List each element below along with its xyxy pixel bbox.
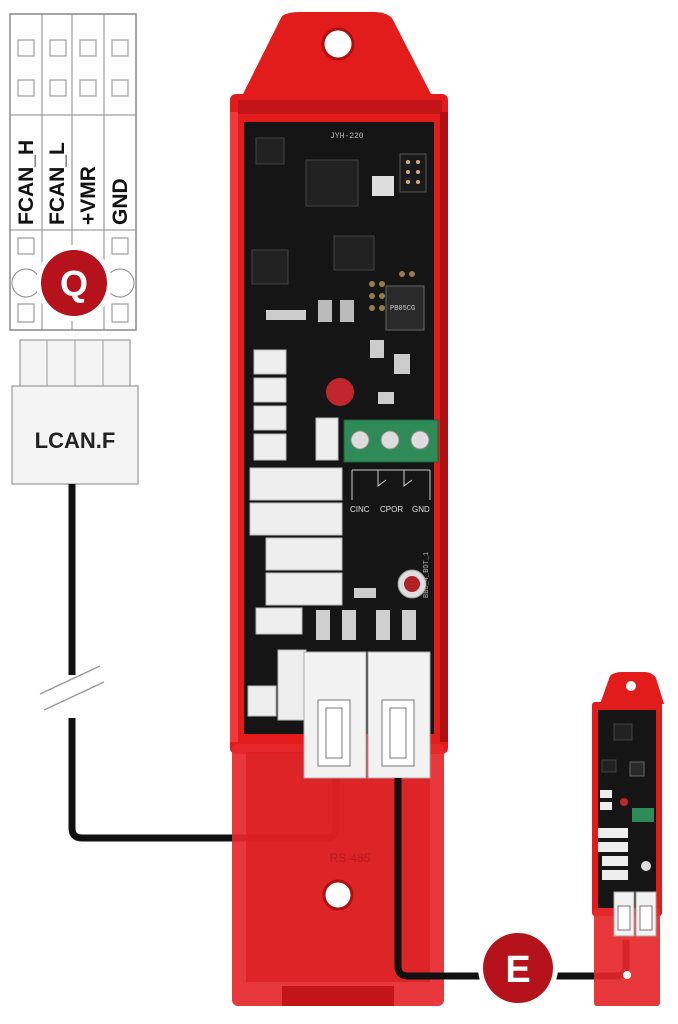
cover-text: RS-485 (330, 851, 371, 865)
cable-break-mark (37, 665, 107, 711)
lcan-connector: LCAN.F (11, 339, 139, 485)
pcb-side-text: BBC_4_BOT_1 (423, 552, 431, 598)
callout-q-label: Q (60, 263, 88, 304)
board-connector-can (303, 651, 367, 779)
lcan-connector-label: LCAN.F (35, 428, 116, 453)
terminal-text-cpor: CPOR (380, 505, 403, 514)
callout-e-label: E (505, 949, 530, 991)
pcb-id-text: JYH-220 (330, 132, 364, 141)
mount-hole-top (321, 27, 355, 61)
terminal-text-cinc: CINC (350, 505, 370, 514)
terminal-label-fcan-l: FCAN_L (46, 142, 69, 225)
pcb: JYH-220 PB05CG (244, 122, 439, 734)
terminal-label-fcan-h: FCAN_H (15, 140, 38, 225)
mount-hole-bottom (322, 879, 354, 911)
regulator-text: PB05CG (390, 305, 415, 313)
terminal-label-gnd: GND (109, 178, 132, 225)
board-connector-expansion (367, 651, 431, 779)
green-terminal (343, 419, 439, 463)
callout-q: Q (36, 245, 112, 321)
terminal-text-gnd: GND (412, 505, 430, 514)
callout-e: E (478, 928, 558, 1008)
secondary-enclosure (592, 672, 664, 1006)
terminal-label-vmr: +VMR (77, 166, 100, 225)
